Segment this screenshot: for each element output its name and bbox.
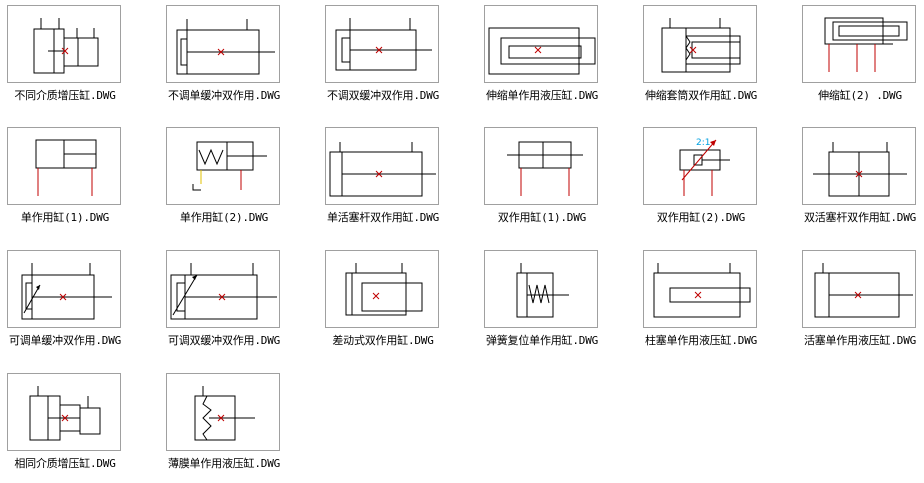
file-name: 柱塞单作用液压缸.DWG	[644, 334, 758, 347]
file-item[interactable]: 弹簧复位单作用缸.DWG	[477, 248, 627, 360]
file-item[interactable]: 伸缩套筒双作用缸.DWG	[636, 3, 786, 115]
adjustable-double-cushion-icon	[166, 250, 280, 328]
file-name: 活塞单作用液压缸.DWG	[803, 334, 917, 347]
file-item[interactable]: 单作用缸(2).DWG	[159, 125, 309, 237]
ratio-annotation: 2:1	[696, 138, 710, 148]
file-item[interactable]: 单作用缸(1).DWG	[0, 125, 150, 237]
double-acting-double-cushion-icon	[325, 5, 439, 83]
file-item[interactable]: 伸缩缸(2) .DWG	[795, 3, 924, 115]
single-rod-double-acting-icon	[325, 127, 439, 205]
double-rod-double-acting-icon	[802, 127, 916, 205]
file-item[interactable]: 单活塞杆双作用缸.DWG	[318, 125, 468, 237]
file-item[interactable]: 活塞单作用液压缸.DWG	[795, 248, 924, 360]
file-item[interactable]: 相同介质增压缸.DWG	[0, 371, 150, 483]
spring-return-single-acting-icon	[484, 250, 598, 328]
piston-single-acting-icon	[802, 250, 916, 328]
telescopic-sleeve-double-acting-icon	[643, 5, 757, 83]
differential-double-acting-icon	[325, 250, 439, 328]
file-name: 相同介质增压缸.DWG	[14, 457, 116, 470]
single-acting-cylinder-2-icon	[166, 127, 280, 205]
file-name: 单作用缸(2).DWG	[179, 211, 269, 224]
file-name: 不调单缓冲双作用.DWG	[167, 89, 281, 102]
double-acting-cylinder-1-icon	[484, 127, 598, 205]
file-item[interactable]: 柱塞单作用液压缸.DWG	[636, 248, 786, 360]
adjustable-single-cushion-icon	[7, 250, 121, 328]
file-name: 可调单缓冲双作用.DWG	[8, 334, 122, 347]
file-name: 差动式双作用缸.DWG	[332, 334, 434, 347]
plunger-single-acting-icon	[643, 250, 757, 328]
double-acting-cylinder-2-icon: 2:1	[643, 127, 757, 205]
file-name: 伸缩套筒双作用缸.DWG	[644, 89, 758, 102]
file-item[interactable]: 双活塞杆双作用缸.DWG	[795, 125, 924, 237]
file-name: 双作用缸(1).DWG	[497, 211, 587, 224]
file-name: 伸缩单作用液压缸.DWG	[485, 89, 599, 102]
file-name: 薄膜单作用液压缸.DWG	[167, 457, 281, 470]
file-item[interactable]: 不调双缓冲双作用.DWG	[318, 3, 468, 115]
file-name: 单作用缸(1).DWG	[20, 211, 110, 224]
telescopic-cylinder-2-icon	[802, 5, 916, 83]
file-name: 双活塞杆双作用缸.DWG	[803, 211, 917, 224]
telescopic-single-acting-icon	[484, 5, 598, 83]
file-item[interactable]: 双作用缸(1).DWG	[477, 125, 627, 237]
diaphragm-single-acting-icon	[166, 373, 280, 451]
file-item[interactable]: 差动式双作用缸.DWG	[318, 248, 468, 360]
file-item[interactable]: 不调单缓冲双作用.DWG	[159, 3, 309, 115]
file-name: 弹簧复位单作用缸.DWG	[485, 334, 599, 347]
file-item[interactable]: 伸缩单作用液压缸.DWG	[477, 3, 627, 115]
single-acting-cylinder-1-icon	[7, 127, 121, 205]
file-name: 不同介质增压缸.DWG	[14, 89, 116, 102]
file-name: 可调双缓冲双作用.DWG	[167, 334, 281, 347]
file-name: 双作用缸(2).DWG	[656, 211, 746, 224]
double-acting-single-cushion-icon	[166, 5, 280, 83]
file-item[interactable]: 薄膜单作用液压缸.DWG	[159, 371, 309, 483]
file-name: 伸缩缸(2) .DWG	[818, 89, 902, 102]
file-item[interactable]: 可调双缓冲双作用.DWG	[159, 248, 309, 360]
file-item[interactable]: 可调单缓冲双作用.DWG	[0, 248, 150, 360]
booster-cylinder-different-media-icon	[7, 5, 121, 83]
booster-cylinder-same-media-icon	[7, 373, 121, 451]
file-name: 不调双缓冲双作用.DWG	[326, 89, 440, 102]
file-item[interactable]: 不同介质增压缸.DWG	[0, 3, 150, 115]
file-item[interactable]: 2:1 双作用缸(2).DWG	[636, 125, 786, 237]
file-name: 单活塞杆双作用缸.DWG	[326, 211, 440, 224]
